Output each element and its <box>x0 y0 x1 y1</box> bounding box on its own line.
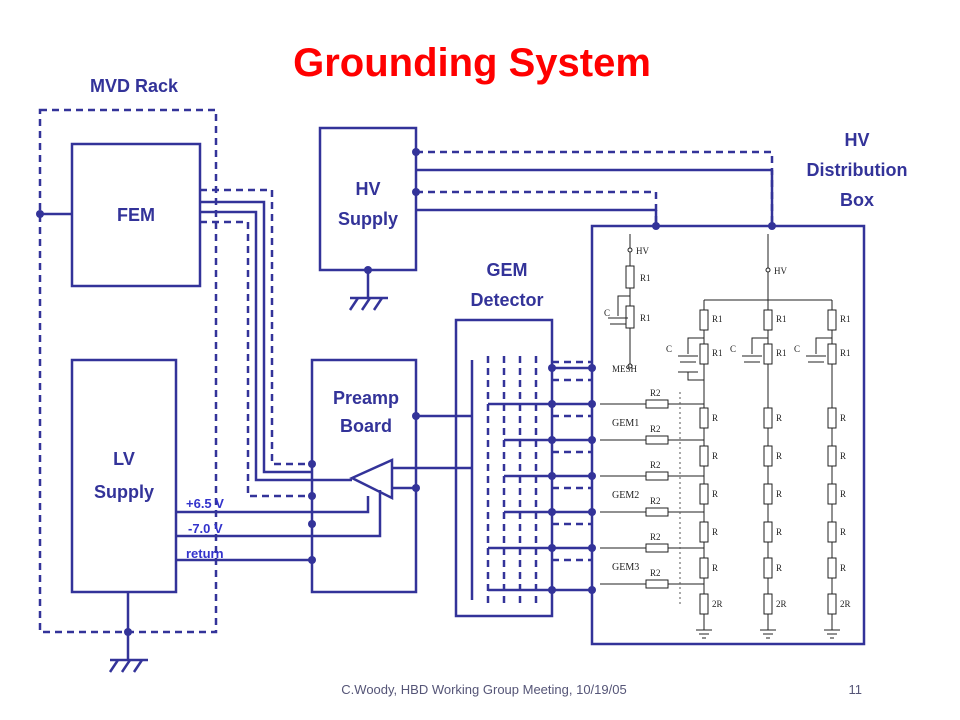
svg-text:R: R <box>840 489 846 499</box>
fem-cable-shield-2 <box>200 220 312 498</box>
voltage-plus-label: +6.5 V <box>186 496 224 511</box>
divider-column-3: R1 R1 C R R R R R 2R <box>794 300 851 639</box>
svg-text:R: R <box>840 563 846 573</box>
hv-ground-node <box>364 266 372 274</box>
svg-text:R: R <box>712 413 718 423</box>
voltage-return-label: return <box>186 546 224 561</box>
mesh-label: MESH <box>612 364 638 374</box>
preamp-label-line1: Preamp <box>333 388 399 408</box>
lv-supply-box <box>70 358 178 594</box>
svg-text:R1: R1 <box>776 348 787 358</box>
svg-text:R2: R2 <box>650 460 661 470</box>
svg-text:R1: R1 <box>840 314 851 324</box>
fem-cable-shield <box>200 188 312 466</box>
fem-label: FEM <box>117 205 155 225</box>
preamp-in-node-1 <box>308 460 316 468</box>
lv-supply-label-line2: Supply <box>94 482 154 502</box>
svg-text:R2: R2 <box>650 424 661 434</box>
lv-ground-node <box>124 628 132 636</box>
hv-box-label-line1: HV <box>844 130 869 150</box>
voltage-minus-label: -7.0 V <box>188 521 223 536</box>
svg-text:R: R <box>776 563 782 573</box>
hv-divider-schematic: HV R1 R1 C MESH HV R1 R1 C R R R <box>600 234 851 639</box>
hv-supply-label-line1: HV <box>355 179 380 199</box>
r2-resistors: R2 R2 R2 R2 R2 R2 <box>600 388 704 604</box>
svg-text:R1: R1 <box>712 314 723 324</box>
gem-electrode-shields <box>552 378 592 562</box>
preamp-board-box <box>310 358 418 594</box>
svg-text:R: R <box>840 527 846 537</box>
gem2-label: GEM2 <box>612 490 639 501</box>
svg-text:R: R <box>840 413 846 423</box>
preamp-label-line2: Board <box>340 416 392 436</box>
svg-text:R2: R2 <box>650 568 661 578</box>
gem-detector-label-line2: Detector <box>470 290 543 310</box>
ground-symbol-left <box>108 658 148 673</box>
svg-text:R2: R2 <box>650 496 661 506</box>
svg-text:2R: 2R <box>712 599 723 609</box>
divider-column-2: R1 R1 C R R R R R 2R <box>730 300 787 639</box>
svg-text:R: R <box>776 451 782 461</box>
lv-node-2 <box>308 556 316 564</box>
cap-label-a: C <box>604 308 610 318</box>
lv-rail-minus <box>176 490 382 538</box>
svg-text:2R: 2R <box>840 599 851 609</box>
svg-text:R1: R1 <box>712 348 723 358</box>
page-title: Grounding System <box>293 41 651 85</box>
hv-shield-wire-2 <box>416 190 658 226</box>
hv-distribution-box-outline <box>590 224 866 646</box>
svg-text:R1: R1 <box>776 314 787 324</box>
footer-credit: C.Woody, HBD Working Group Meeting, 10/1… <box>341 682 626 697</box>
fem-cable-2 <box>200 210 352 482</box>
hv-box-label-line2: Distribution <box>807 160 908 180</box>
ground-symbol-hv <box>348 296 388 311</box>
svg-text:C: C <box>794 344 800 354</box>
hv-box-label-line3: Box <box>840 190 874 210</box>
svg-text:R2: R2 <box>650 532 661 542</box>
gem-detector-label-line1: GEM <box>486 260 527 280</box>
svg-text:C: C <box>730 344 736 354</box>
gem1-label: GEM1 <box>612 418 639 429</box>
svg-text:R: R <box>776 489 782 499</box>
lv-node-1 <box>308 520 316 528</box>
lv-rail-plus <box>176 496 370 514</box>
fem-cable-1 <box>200 200 312 474</box>
hv-terminal-label-2: HV <box>774 266 787 276</box>
svg-text:R2: R2 <box>650 388 661 398</box>
svg-text:R: R <box>840 451 846 461</box>
svg-text:R: R <box>776 413 782 423</box>
preamp-amplifier-symbol <box>349 458 394 501</box>
r1-label-a: R1 <box>640 273 651 283</box>
gem3-label: GEM3 <box>612 562 639 573</box>
svg-text:R: R <box>712 527 718 537</box>
lv-supply-label-line1: LV <box>113 449 135 469</box>
preamp-in-node-2 <box>308 492 316 500</box>
hv-supply-label-line2: Supply <box>338 209 398 229</box>
page-number: 11 <box>849 682 863 697</box>
mvd-rack-label: MVD Rack <box>90 76 179 96</box>
svg-text:R1: R1 <box>840 348 851 358</box>
gem-electrode-nodes <box>548 364 596 594</box>
svg-text:C: C <box>666 344 672 354</box>
svg-text:R: R <box>712 563 718 573</box>
svg-text:R: R <box>712 489 718 499</box>
divider-column-1: R1 R1 C R R R R R 2R <box>666 300 723 639</box>
hv-terminal-label-1: HV <box>636 246 649 256</box>
r1-label-b: R1 <box>640 313 651 323</box>
gem-foils <box>470 356 538 604</box>
hv-supply-box <box>318 126 418 272</box>
svg-text:2R: 2R <box>776 599 787 609</box>
svg-text:R: R <box>776 527 782 537</box>
svg-text:R: R <box>712 451 718 461</box>
hv-shield-wire <box>416 150 774 226</box>
fem-ground-node <box>36 210 44 218</box>
